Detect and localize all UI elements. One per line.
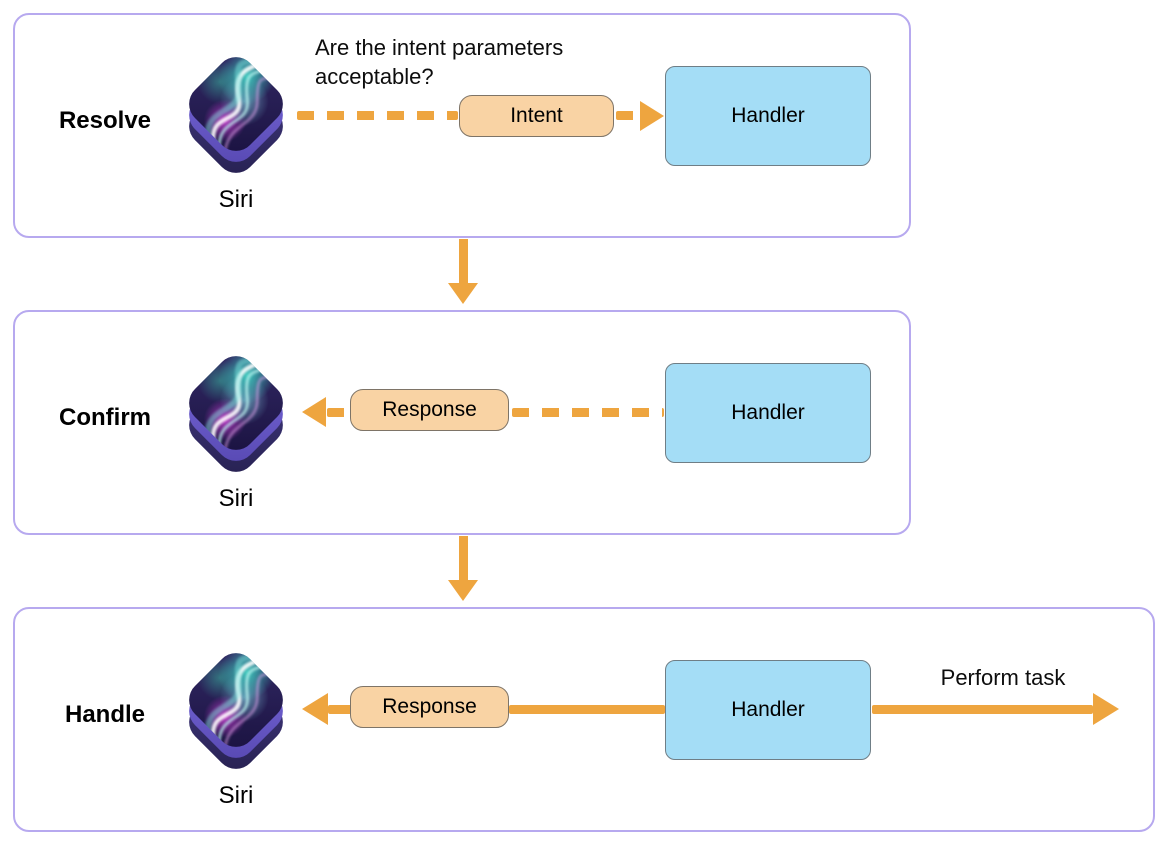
siri-label: Siri (218, 186, 254, 213)
phase-box-handle: Handle Siri Response (13, 607, 1155, 832)
siri-group: Siri (180, 48, 292, 213)
phase-label-resolve: Resolve (58, 107, 152, 134)
perform-task-text: Perform task (940, 665, 1066, 690)
response-node-label: Response (382, 398, 477, 421)
arrow-shaft (459, 536, 468, 580)
handler-node: Handler (665, 363, 871, 463)
handler-node: Handler (665, 660, 871, 760)
dashed-arrow-intent-to-handler (616, 111, 640, 120)
dashed-arrow-response-to-siri (327, 408, 349, 417)
response-node: Response (350, 686, 509, 728)
arrow-head-right-icon (640, 101, 664, 131)
sirikit-icon (180, 347, 292, 481)
handler-node-label: Handler (731, 698, 805, 721)
arrow-head-left-icon (302, 397, 326, 427)
arrow-head-right-icon (1093, 693, 1119, 725)
solid-arrow-handler-to-response (509, 705, 665, 714)
siri-waveform-icon (180, 48, 292, 160)
siri-group: Siri (180, 347, 292, 512)
handler-node: Handler (665, 66, 871, 166)
intent-node: Intent (459, 95, 614, 137)
phase-label-handle: Handle (64, 701, 145, 728)
solid-arrow-response-to-siri (328, 705, 352, 714)
arrow-head-down-icon (448, 580, 478, 601)
dashed-arrow-handler-to-response (512, 408, 664, 417)
response-node-label: Response (382, 695, 477, 718)
arrow-shaft (459, 239, 468, 283)
arrow-head-left-icon (302, 693, 328, 725)
sirikit-icon (180, 48, 292, 182)
arrow-head-down-icon (448, 283, 478, 304)
handler-node-label: Handler (731, 401, 805, 424)
resolve-question-text: Are the intent parameters acceptable? (315, 35, 564, 89)
phase-label-confirm: Confirm (59, 404, 151, 431)
dashed-arrow-siri-to-intent (297, 111, 458, 120)
siri-group: Siri (180, 644, 292, 809)
phase-box-resolve: Resolve Siri Are the intent parameters a… (13, 13, 911, 238)
siri-waveform-icon (180, 644, 292, 756)
siri-waveform-icon (180, 347, 292, 459)
intent-node-label: Intent (510, 104, 563, 127)
handler-node-label: Handler (731, 104, 805, 127)
flow-arrow-down-2 (448, 536, 479, 601)
phase-box-confirm: Confirm Siri Response (13, 310, 911, 535)
response-node: Response (350, 389, 509, 431)
solid-arrow-perform-task (872, 705, 1093, 714)
siri-label: Siri (218, 782, 254, 809)
flow-arrow-down-1 (448, 239, 479, 304)
sirikit-icon (180, 644, 292, 778)
siri-label: Siri (218, 485, 254, 512)
